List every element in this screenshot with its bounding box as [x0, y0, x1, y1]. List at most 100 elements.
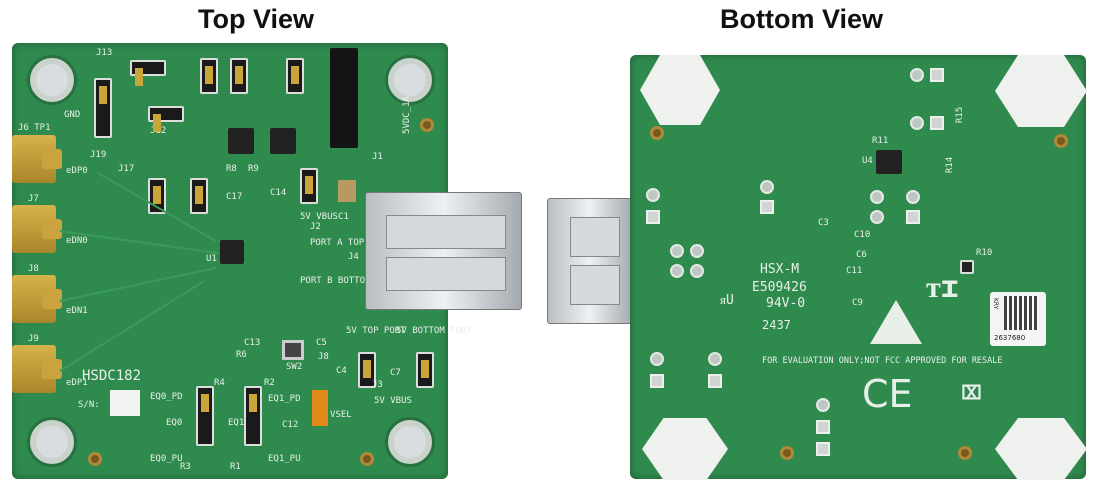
usb-port-slot: [570, 217, 620, 257]
pad: [816, 442, 830, 456]
via: [420, 118, 434, 132]
label-r10: R10: [976, 248, 993, 258]
label-c14: C14: [270, 188, 287, 198]
label-5v-vbus-2: 5V VBUS: [374, 396, 412, 406]
barcode-label: KRY 2637680: [990, 292, 1046, 346]
label-port-b: PORT B BOTTOM: [300, 276, 371, 286]
label-r9: R9: [248, 164, 259, 174]
pin: [646, 188, 660, 202]
label-gnd: GND: [64, 110, 81, 120]
sma-connector-j7: [12, 205, 62, 253]
ti-logo-icon: ᴛɪ: [926, 270, 959, 305]
label-j17: J17: [118, 164, 135, 174]
label-u1: U1: [206, 254, 217, 264]
esd-warning-icon: [870, 300, 922, 344]
jumper-eq0[interactable]: [196, 386, 214, 446]
pushbutton-sw2[interactable]: [282, 340, 304, 360]
pin: [690, 264, 704, 278]
label-eq1-pu: EQ1_PU: [268, 454, 301, 464]
label-5v-bottom: 5V BOTTOM PORT: [396, 326, 472, 336]
jumper[interactable]: [286, 58, 304, 94]
usb-port-slot: [386, 215, 506, 249]
ic-u1: [220, 240, 244, 264]
label-j4: J4: [348, 252, 359, 262]
label-r15: R15: [955, 106, 966, 124]
pin: [690, 244, 704, 258]
ic: [228, 128, 254, 154]
mounting-hole: [388, 58, 432, 102]
top-view-title: Top View: [198, 4, 315, 34]
jumper-j3[interactable]: [358, 352, 376, 388]
label-edn1: eDN1: [66, 306, 88, 316]
label-r3: R3: [180, 462, 191, 472]
label-edn0: eDN0: [66, 236, 88, 246]
usb-a-connector-top: [365, 192, 522, 310]
sma-connector-j9: [12, 345, 62, 393]
sma-connector-j8: [12, 275, 62, 323]
via: [1054, 134, 1068, 148]
barcode-number: 2637680: [994, 334, 1026, 342]
label-u4: U4: [862, 156, 873, 166]
serial-label: S/N:: [78, 400, 100, 410]
label-kry: KRY: [992, 298, 999, 310]
label-r2: R2: [264, 378, 275, 388]
pin: [670, 244, 684, 258]
jumper-j2[interactable]: [300, 168, 318, 204]
label-c1: C1: [338, 212, 349, 222]
label-j6: J6 TP1: [18, 123, 51, 133]
label-eq0-pd: EQ0_PD: [150, 392, 183, 402]
bottom-view-title: Bottom View: [720, 4, 884, 34]
jumper[interactable]: [230, 58, 248, 94]
via: [958, 446, 972, 460]
label-j19: J19: [90, 150, 107, 160]
mounting-hole: [30, 58, 74, 102]
label-c13: C13: [244, 338, 261, 348]
pin: [910, 68, 924, 82]
pad: [760, 200, 774, 214]
label-sw2: SW2: [286, 362, 303, 372]
label-j7: J7: [28, 194, 39, 204]
jumper-j19[interactable]: [94, 78, 112, 138]
label-eq0: EQ0: [166, 418, 183, 428]
jumper-eq1[interactable]: [244, 386, 262, 446]
label-j2: J2: [310, 222, 321, 232]
pin: [760, 180, 774, 194]
datamatrix-icon: [1004, 296, 1038, 330]
jumper-j12[interactable]: [148, 106, 184, 132]
power-jack-j1: [330, 48, 358, 148]
label-c5: C5: [316, 338, 327, 348]
pin: [910, 116, 924, 130]
label-c11: C11: [846, 266, 863, 276]
label-r14: R14: [945, 156, 956, 174]
evaluation-notice: FOR EVALUATION ONLY;NOT FCC APPROVED FOR…: [762, 356, 1003, 366]
pin: [650, 352, 664, 366]
jumper[interactable]: [200, 58, 218, 94]
label-c12: C12: [282, 420, 299, 430]
via: [780, 446, 794, 460]
vsel-switch[interactable]: [312, 390, 328, 426]
pad: [930, 68, 944, 82]
pad: [906, 210, 920, 224]
label-r11: R11: [872, 136, 889, 146]
pad: [930, 116, 944, 130]
jumper[interactable]: [416, 352, 434, 388]
label-j9: J9: [28, 334, 39, 344]
pad: [816, 420, 830, 434]
label-eq1: EQ1: [228, 418, 245, 428]
jumper-j13[interactable]: [130, 60, 166, 86]
pin: [906, 190, 920, 204]
label-j8: J8: [28, 264, 39, 274]
pin: [870, 210, 884, 224]
jumper[interactable]: [190, 178, 208, 214]
ic: [270, 128, 296, 154]
label-edp1: eDP1: [66, 378, 88, 388]
pad: [650, 374, 664, 388]
label-c7: C7: [390, 368, 401, 378]
label-c4: C4: [336, 366, 347, 376]
label-r4: R4: [214, 378, 225, 388]
board-name: HSDC182: [82, 368, 142, 384]
weee-bin-icon: ⌧: [960, 370, 983, 414]
pin: [670, 264, 684, 278]
label-5vdc: 5VDC_1A: [401, 96, 412, 134]
usb-port-slot: [570, 265, 620, 305]
